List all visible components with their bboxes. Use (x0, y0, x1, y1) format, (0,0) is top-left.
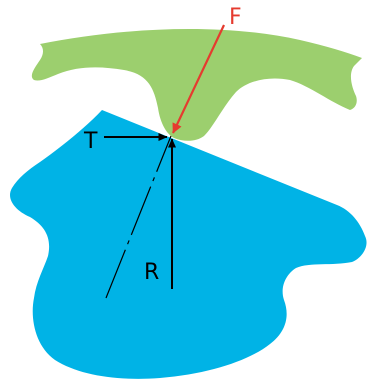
lower-body-shape (10, 110, 367, 379)
force-label: F (229, 5, 242, 30)
tangential-label: T (83, 129, 98, 154)
applied-force-arrow (172, 24, 225, 134)
radial-dashed-line (105, 135, 172, 299)
radial-label: R (144, 260, 159, 285)
